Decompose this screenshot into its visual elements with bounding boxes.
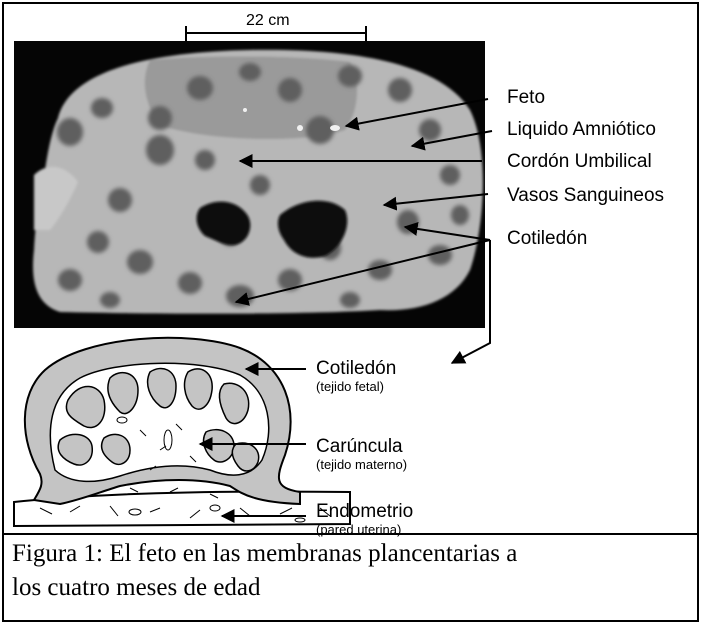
cotyledon-diagram	[14, 338, 350, 526]
label-feto: Feto	[507, 87, 545, 109]
label-cotiledon-photo: Cotiledón	[507, 228, 587, 250]
label-endometrio: Endometrio	[316, 501, 413, 523]
label-cotiledon-diagram: Cotiledón	[316, 358, 396, 380]
placenta-photo	[14, 41, 492, 363]
label-liquido-amniotico: Liquido Amniótico	[507, 119, 656, 141]
caption-line-1: Figura 1: El feto en las membranas planc…	[12, 537, 692, 571]
label-cordon-umbilical: Cordón Umbilical	[507, 151, 652, 173]
scale-bar-label: 22 cm	[246, 12, 290, 30]
sublabel-pared-uterina: (pared uterina)	[316, 522, 401, 537]
sublabel-tejido-fetal: (tejido fetal)	[316, 379, 384, 394]
label-caruncula: Carúncula	[316, 436, 403, 458]
sublabel-tejido-materno: (tejido materno)	[316, 457, 407, 472]
figure-caption: Figura 1: El feto en las membranas planc…	[12, 537, 692, 605]
label-vasos-sanguineos: Vasos Sanguineos	[507, 185, 664, 207]
caption-line-2: los cuatro meses de edad	[12, 571, 692, 605]
